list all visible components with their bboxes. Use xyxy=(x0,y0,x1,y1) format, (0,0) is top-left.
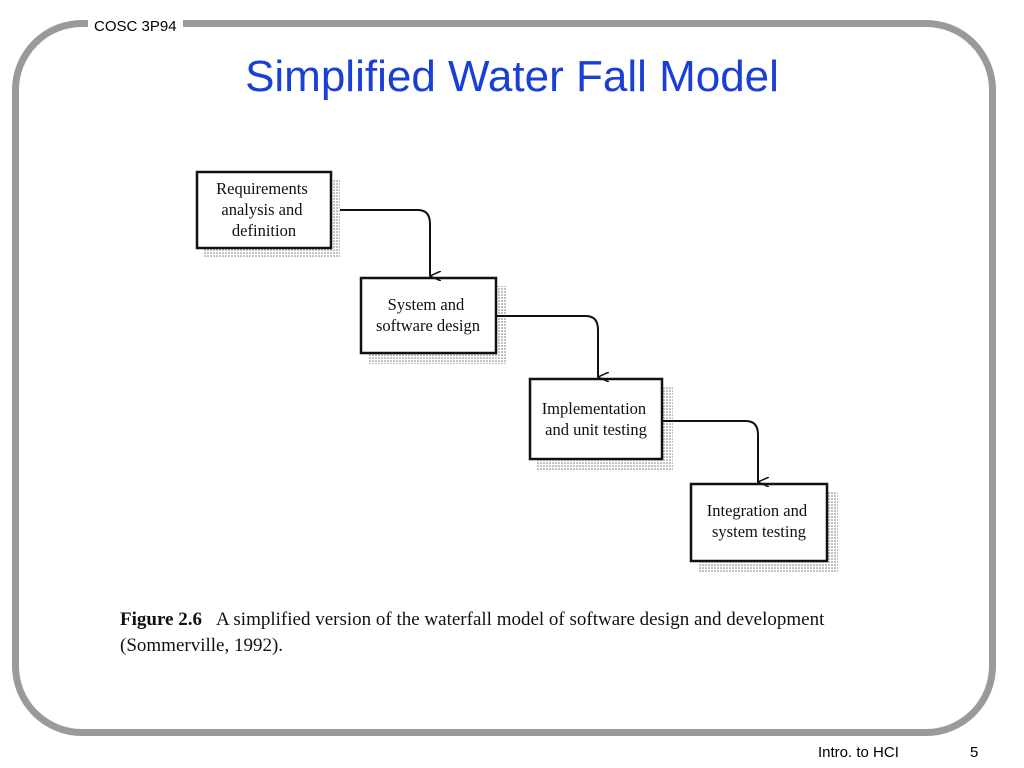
stage-implementation: Implementation and unit testing xyxy=(528,377,673,470)
figure-number: Figure 2.6 xyxy=(120,609,202,630)
slide-title: Simplified Water Fall Model xyxy=(245,52,779,101)
slide-frame xyxy=(12,20,996,736)
stage-label: Implementation and unit testing xyxy=(542,399,651,439)
caption-citation: (Sommerville, 1992). xyxy=(120,635,284,656)
stage-label: Integration and system testing xyxy=(707,501,811,541)
caption-text: A simplified version of the waterfall mo… xyxy=(215,609,825,630)
stage-requirements: Requirements analysis and definition xyxy=(195,170,340,258)
stage-label: System and software design xyxy=(376,295,480,335)
stage-integration: Integration and system testing xyxy=(689,482,838,572)
figure-caption: Figure 2.6 A simplified version of the wa… xyxy=(120,607,950,659)
arrow-connector xyxy=(496,315,598,377)
arrow-connector xyxy=(662,420,758,482)
caption-line-1: Figure 2.6 A simplified version of the wa… xyxy=(120,607,950,633)
stage-label: Requirements analysis and definition xyxy=(216,179,312,240)
stage-box xyxy=(195,170,333,250)
arrow-connector xyxy=(340,209,430,276)
course-label: COSC 3P94 xyxy=(88,17,183,37)
stage-system-design: System and software design xyxy=(359,276,506,364)
stage-box xyxy=(359,276,498,355)
page-number: 5 xyxy=(964,742,985,764)
stage-box xyxy=(528,377,664,461)
footer-label: Intro. to HCI xyxy=(812,742,905,764)
